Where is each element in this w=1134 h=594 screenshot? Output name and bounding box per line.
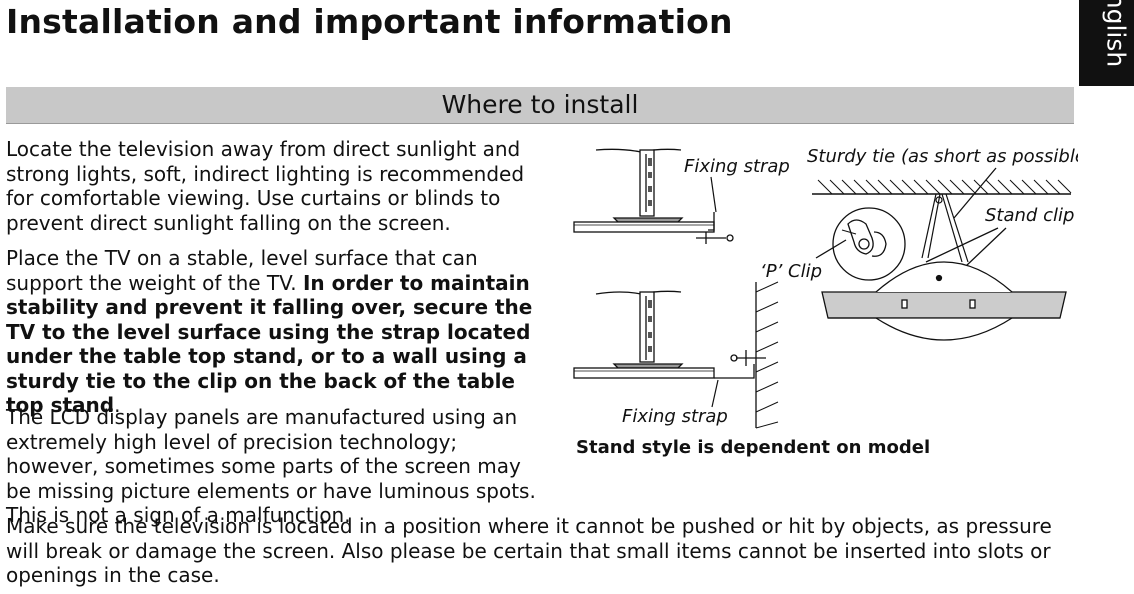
fixing-strap-label-bottom: Fixing strap xyxy=(622,406,728,427)
stability-end: . xyxy=(114,393,121,417)
p-clip-pointer xyxy=(815,239,847,259)
ceiling-hatch xyxy=(812,179,1072,195)
fixing-strap-label-top: Fixing strap xyxy=(684,156,790,177)
tv-wall-illustration xyxy=(573,281,779,429)
paragraph-lcd-panel-line-1: The LCD display panels are manufactured … xyxy=(6,405,536,527)
stand-clip-label: Stand clip xyxy=(985,205,1074,226)
fixing-strap-pointer-top xyxy=(710,176,717,213)
stand-base-illustration xyxy=(821,261,1067,341)
paragraph-stability: Place the TV on a stable, level surface … xyxy=(6,246,551,418)
stand-clip-pointer-right xyxy=(965,227,1007,267)
installation-diagram: Fixing strap Fixing strap Sturdy tie (as… xyxy=(573,146,1078,429)
tie-cords xyxy=(921,193,969,263)
tv-on-table-illustration xyxy=(573,148,734,244)
stability-text: Place the TV on a stable, level surface … xyxy=(6,246,478,295)
fixing-strap-pointer-bottom xyxy=(711,379,719,408)
stability-warning: In order to maintain stability and preve… xyxy=(6,270,533,418)
figure-caption: Stand style is dependent on model xyxy=(576,437,931,458)
sturdy-tie-pointer xyxy=(953,167,997,219)
paragraph-sunlight: Locate the television away from direct s… xyxy=(6,137,525,235)
section-heading: Where to install xyxy=(6,87,1074,124)
language-tab: nglish xyxy=(1079,0,1134,86)
stand-clip-pointer-left xyxy=(925,227,999,263)
p-clip-label: ‘P’ Clip xyxy=(760,261,822,282)
page-title: Installation and important information xyxy=(6,2,733,41)
paragraph-placement: Make sure the television is located in a… xyxy=(6,514,1052,587)
sturdy-tie-label: Sturdy tie (as short as possible) xyxy=(807,146,1078,167)
language-tab-label: nglish xyxy=(1101,0,1131,68)
p-clip-detail xyxy=(832,207,906,281)
